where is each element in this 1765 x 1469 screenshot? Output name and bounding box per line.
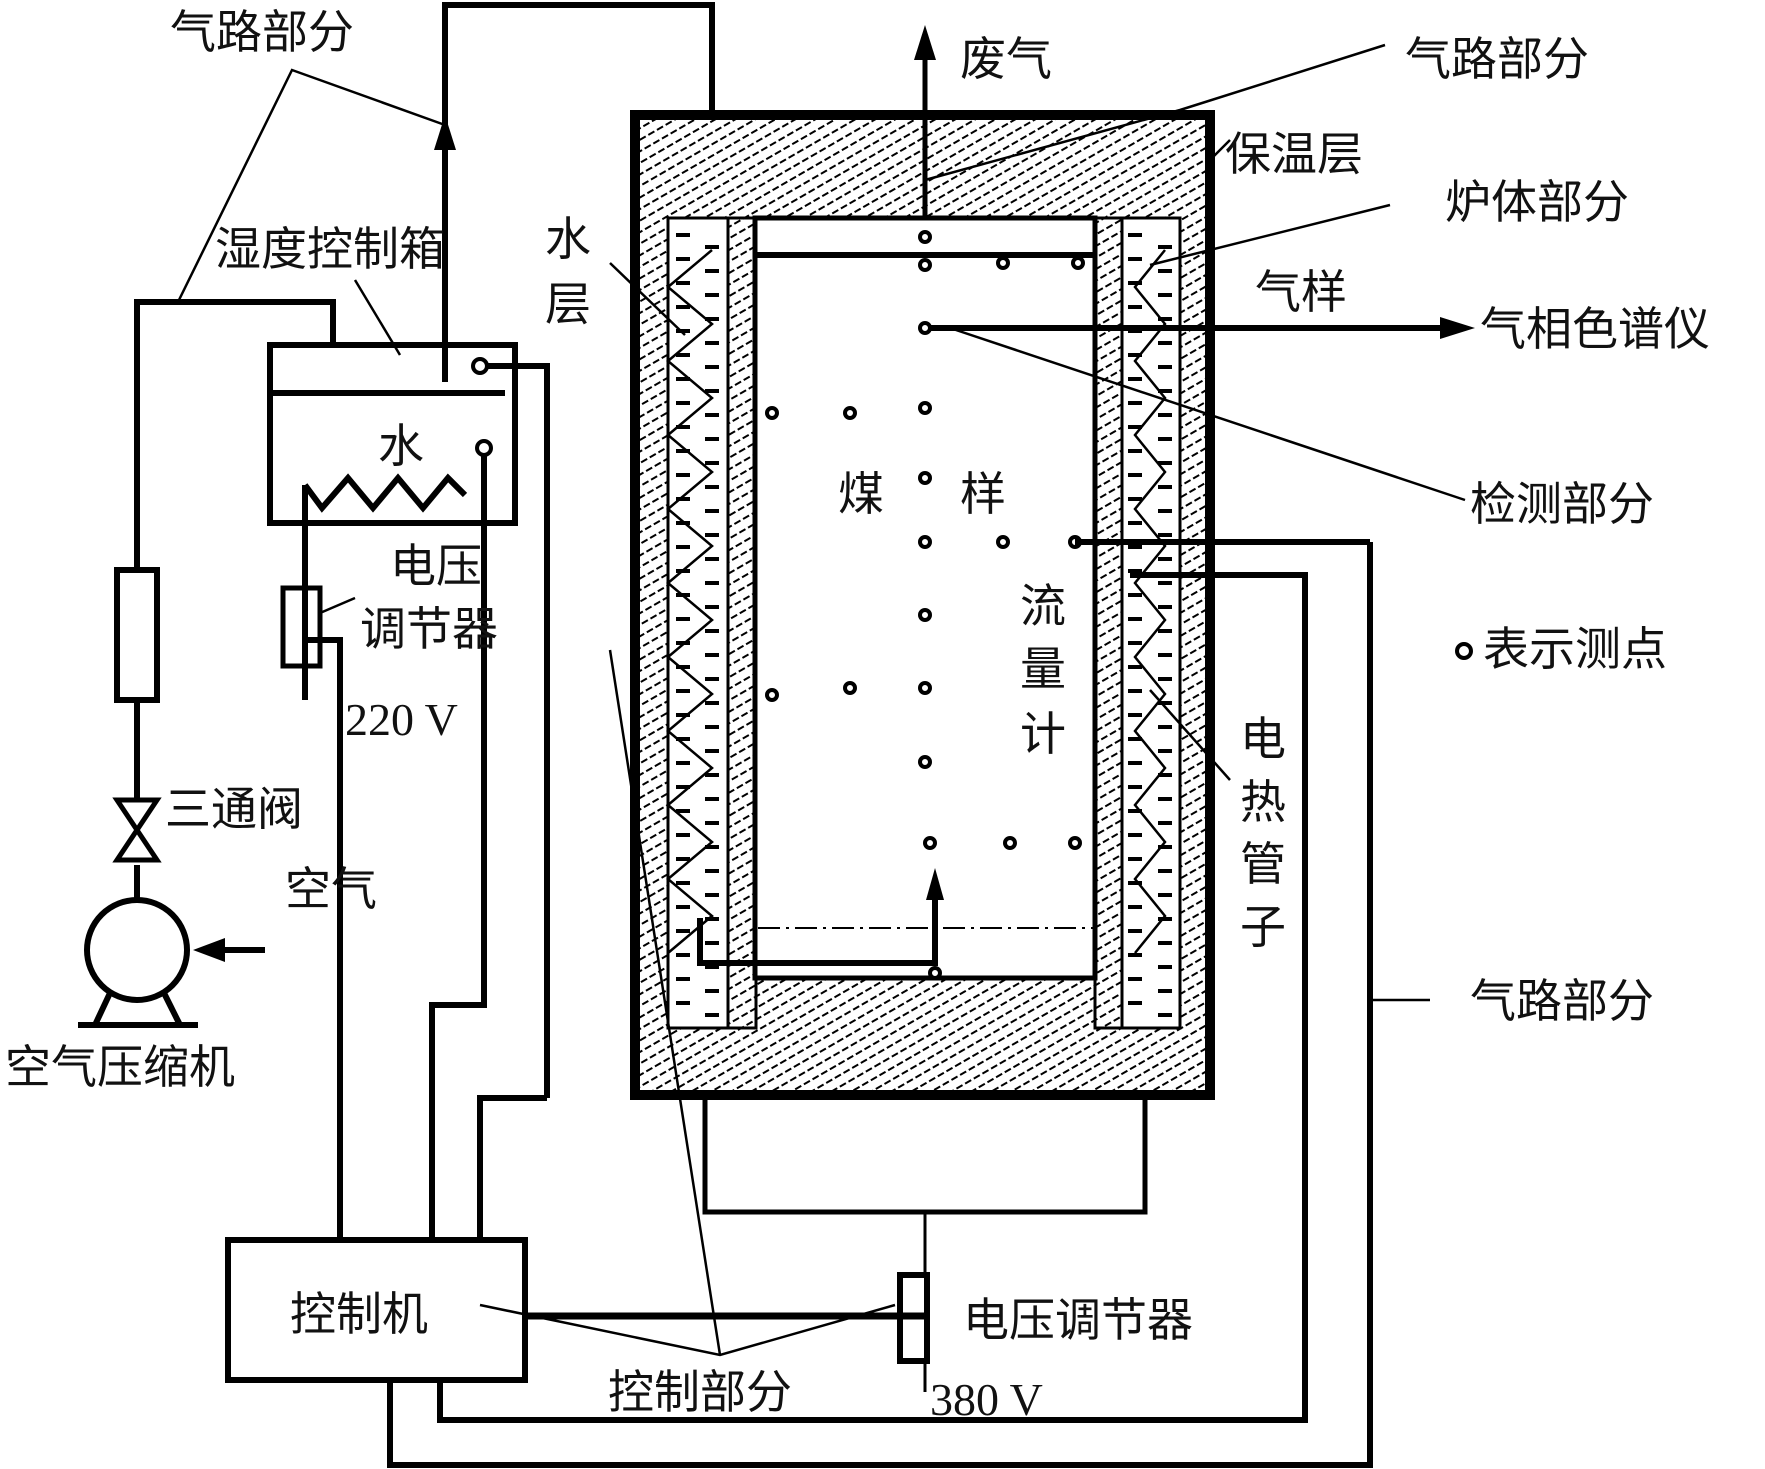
label-flowmeter-3: 计: [1020, 707, 1066, 761]
label-220v: 220 V: [345, 694, 458, 745]
label-heater-2: 热: [1240, 775, 1286, 829]
label-water: 水: [378, 419, 424, 473]
measurement-point: [1071, 256, 1085, 270]
measurement-point: [918, 471, 932, 485]
measurement-point: [996, 256, 1010, 270]
furnace: [630, 25, 1475, 1100]
label-heater-3: 管: [1240, 837, 1286, 891]
label-gas-path-right: 气路部分: [1470, 974, 1654, 1028]
label-furnace: 炉体部分: [1445, 175, 1629, 229]
coal-chamber: [752, 215, 1098, 981]
label-control-part: 控制部分: [608, 1365, 792, 1419]
label-380v: 380 V: [930, 1374, 1043, 1425]
label-voltage-reg-large: 电压调节器: [963, 1293, 1193, 1347]
measurement-point: [1003, 836, 1017, 850]
measurement-point: [996, 535, 1010, 549]
air-input-arrow-icon: [193, 938, 225, 962]
measurement-point: [918, 258, 932, 272]
label-flowmeter-2: 量: [1020, 642, 1066, 696]
leader-lines: [176, 43, 1466, 1357]
measurement-point-legend-icon: [1455, 642, 1473, 660]
measurement-point: [928, 966, 942, 980]
measurement-point: [918, 321, 932, 335]
label-water-layer-1: 水: [545, 212, 591, 266]
label-detection: 检测部分: [1470, 477, 1654, 531]
label-three-way-valve: 三通阀: [165, 782, 303, 836]
measurement-point: [918, 681, 932, 695]
measurement-point: [765, 406, 779, 420]
label-heater-1: 电: [1240, 712, 1286, 766]
humid-air-pipe: [442, 2, 715, 382]
label-humidity-box: 湿度控制箱: [215, 222, 445, 276]
label-gas-path-top-left: 气路部分: [170, 5, 354, 59]
measurement-point: [765, 688, 779, 702]
flowmeter-tube: [114, 567, 160, 703]
measurement-point: [918, 401, 932, 415]
measurement-point: [918, 755, 932, 769]
three-way-valve: [112, 797, 162, 863]
label-controller: 控制机: [290, 1287, 428, 1341]
label-air-compressor: 空气压缩机: [5, 1040, 235, 1094]
label-exhaust: 废气: [960, 32, 1052, 86]
voltage-regulator-220v: [280, 585, 323, 669]
label-gas-chromatograph: 气相色谱仪: [1480, 302, 1710, 356]
measurement-point: [918, 230, 932, 244]
label-flowmeter-1: 流: [1020, 579, 1066, 633]
label-coal-2: 样: [960, 467, 1006, 521]
label-gas-path-top-right: 气路部分: [1405, 32, 1589, 86]
exhaust-arrow-icon: [914, 25, 936, 60]
air-inlet-arrow-icon: [926, 868, 944, 900]
measurement-point: [918, 608, 932, 622]
heating-coil-left: [666, 249, 714, 954]
measurement-point: [843, 406, 857, 420]
measurement-point: [923, 836, 937, 850]
label-air: 空气: [285, 862, 377, 916]
label-insulation: 保温层: [1225, 127, 1363, 181]
label-water-layer-2: 层: [545, 277, 591, 331]
measurement-point: [843, 681, 857, 695]
humidity-control-box: [267, 342, 518, 535]
water-dashes-right: [1128, 233, 1172, 1017]
label-voltage-reg-1: 电压: [390, 539, 482, 593]
measurement-point: [918, 535, 932, 549]
gas-sample-arrow-icon: [1440, 317, 1475, 339]
label-voltage-reg-2: 调节器: [360, 602, 498, 656]
humid-air-arrow-icon: [434, 115, 456, 150]
heater-coil-icon: [302, 473, 468, 513]
air-compressor: [78, 897, 265, 1028]
measurement-point: [1068, 836, 1082, 850]
heating-coil-right: [1133, 249, 1167, 954]
label-gas-sample: 气样: [1255, 265, 1347, 319]
label-legend-point: 表示测点: [1483, 622, 1667, 676]
controller-box: [225, 1237, 528, 1383]
air-inlet-pipe: [697, 900, 938, 966]
measurement-points: [765, 230, 1085, 980]
label-coal-1: 煤: [838, 467, 884, 521]
label-heater-4: 子: [1240, 900, 1286, 954]
